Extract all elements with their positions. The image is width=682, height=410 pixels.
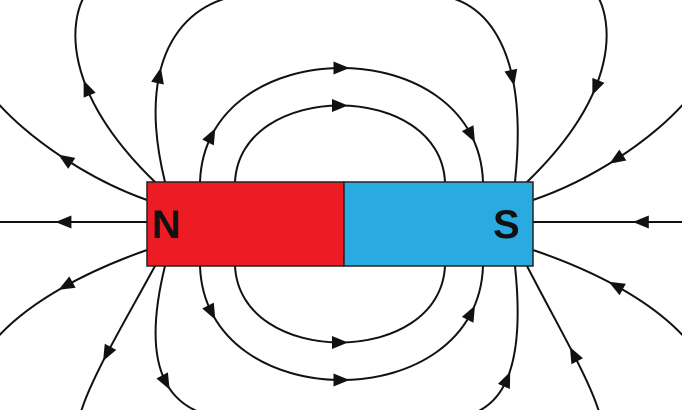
field-line [532, 103, 682, 201]
field-arrow [497, 371, 511, 389]
field-line [154, 0, 225, 183]
field-line [199, 67, 484, 183]
field-line [154, 265, 197, 410]
field-arrow [592, 77, 605, 96]
north-pole-label: N [152, 203, 181, 247]
field-arrow [333, 373, 350, 387]
field-arrow [58, 154, 76, 169]
field-line [234, 104, 446, 183]
field-arrow [156, 372, 170, 390]
field-arrow [332, 336, 349, 349]
field-line [526, 0, 608, 183]
field-arrows-group [55, 61, 649, 390]
field-arrow [333, 61, 350, 75]
field-arrow [332, 99, 349, 112]
field-arrow [461, 125, 475, 143]
field-arrow [504, 68, 518, 86]
field-arrow [103, 343, 117, 361]
field-arrow [151, 67, 164, 85]
field-arrow [608, 281, 626, 296]
south-pole-label: S [493, 203, 520, 247]
field-arrow [632, 215, 649, 229]
field-arrow [609, 149, 627, 164]
field-arrow [202, 302, 216, 320]
field-arrow [202, 128, 216, 146]
field-line [532, 249, 682, 337]
field-arrow [83, 80, 96, 98]
field-line [526, 265, 600, 410]
field-arrow [569, 347, 583, 365]
field-line [74, 0, 156, 183]
south-pole [343, 181, 534, 267]
field-line [80, 265, 156, 410]
field-arrow [461, 305, 475, 323]
field-line [478, 265, 519, 410]
field-line [0, 249, 148, 337]
bar-magnet: N S [146, 181, 534, 267]
field-line [199, 265, 484, 381]
field-line [234, 265, 446, 344]
field-line [454, 0, 519, 183]
field-arrow [58, 276, 76, 290]
field-arrow [55, 215, 72, 229]
